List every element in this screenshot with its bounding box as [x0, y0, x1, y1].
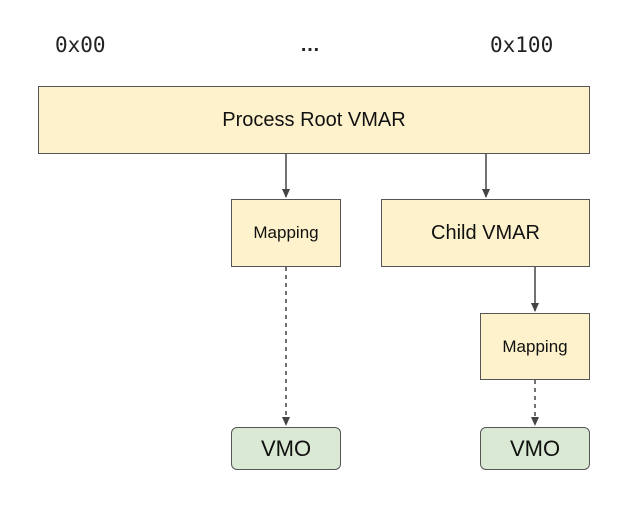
child-vmar-label: Child VMAR: [431, 221, 540, 244]
mapping-box-1: Mapping: [231, 199, 341, 267]
address-ellipsis: …: [300, 34, 320, 56]
vmo-box-1: VMO: [231, 427, 341, 470]
vmo-box-2: VMO: [480, 427, 590, 470]
mapping-box-2: Mapping: [480, 313, 590, 380]
mapping-label-2: Mapping: [502, 336, 568, 356]
address-start-label: 0x00: [55, 33, 106, 57]
vmo-label-1: VMO: [260, 435, 312, 461]
process-root-vmar-label: Process Root VMAR: [222, 108, 406, 131]
child-vmar-box: Child VMAR: [381, 199, 590, 267]
address-end-label: 0x100: [490, 33, 554, 57]
process-root-vmar-box: Process Root VMAR: [38, 86, 590, 154]
mapping-label-1: Mapping: [253, 223, 319, 242]
vmo-label-2: VMO: [509, 435, 561, 461]
